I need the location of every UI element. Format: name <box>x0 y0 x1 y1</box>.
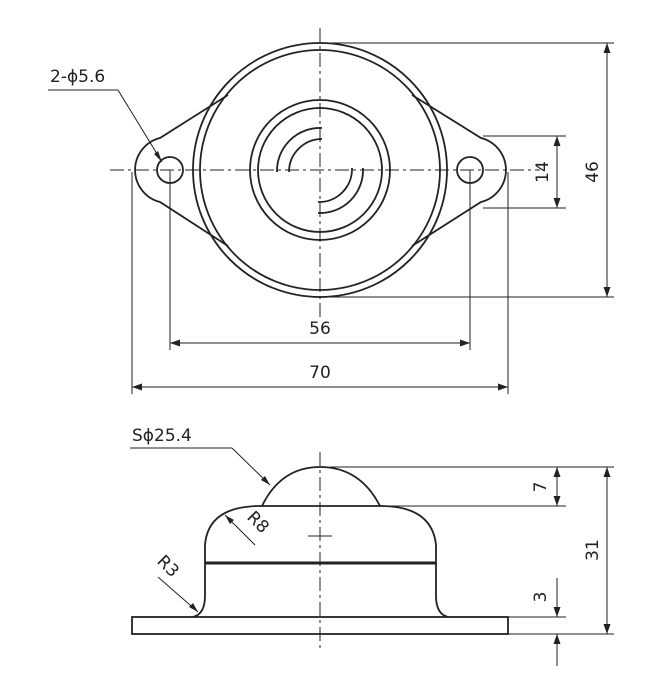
base-thickness-label: 3 <box>531 592 551 603</box>
side-view: Sϕ25.4 R8 R3 7 31 3 <box>130 426 614 666</box>
dim-56-arrow-left <box>170 339 180 347</box>
dim-31-arrow-bottom <box>603 624 611 634</box>
ball-protrusion-label: 7 <box>531 482 551 493</box>
top-height-label: 46 <box>583 161 603 183</box>
ball-arc-upper-outer <box>276 127 323 173</box>
top-view: 2-ϕ5.6 56 70 14 46 <box>48 28 614 394</box>
ball-arc-lower-inner <box>317 167 353 203</box>
seat-inner-circle <box>257 107 383 233</box>
dim-7-arrow-top <box>553 467 561 477</box>
r3-label: R3 <box>153 551 183 581</box>
hole-dim-label: 14 <box>533 161 553 183</box>
ball-diameter-label: Sϕ25.4 <box>132 426 192 446</box>
dim-70-arrow-left <box>132 383 142 391</box>
dim-7-arrow-bottom <box>553 496 561 506</box>
dim-46-arrow-top <box>603 43 611 53</box>
dim-3-arrow-top <box>553 607 561 617</box>
ball-dome <box>261 466 381 507</box>
hole-diameter-label: 2-ϕ5.6 <box>50 67 105 87</box>
seat-outer-circle <box>249 99 391 241</box>
ball-leader-arrow <box>261 476 270 485</box>
dim-14-arrow-bottom <box>553 198 561 208</box>
total-width-label: 70 <box>309 363 331 383</box>
body-profile <box>192 505 449 618</box>
dim-56-arrow-right <box>460 339 470 347</box>
base-plate <box>131 616 509 635</box>
total-height-label: 31 <box>583 539 603 561</box>
r3-leader-arrow <box>189 603 198 612</box>
pitch-width-label: 56 <box>309 319 331 339</box>
body-outer-circle <box>192 42 448 298</box>
dim-46-arrow-bottom <box>603 287 611 297</box>
hole-leader-line <box>117 89 163 163</box>
body-inner-circle <box>199 49 441 291</box>
dim-70-arrow-right <box>498 383 508 391</box>
dim-31-arrow-top <box>603 467 611 477</box>
dim-3-arrow-bottom <box>553 634 561 644</box>
ball-arc-lower-outer <box>317 167 364 214</box>
flange-outline <box>134 94 507 247</box>
hole-leader-arrow <box>154 151 162 162</box>
dim-14-arrow-top <box>553 136 561 146</box>
r8-leader-arrow <box>225 515 234 524</box>
r8-label: R8 <box>243 507 273 537</box>
ball-arc-upper-inner <box>288 138 323 173</box>
